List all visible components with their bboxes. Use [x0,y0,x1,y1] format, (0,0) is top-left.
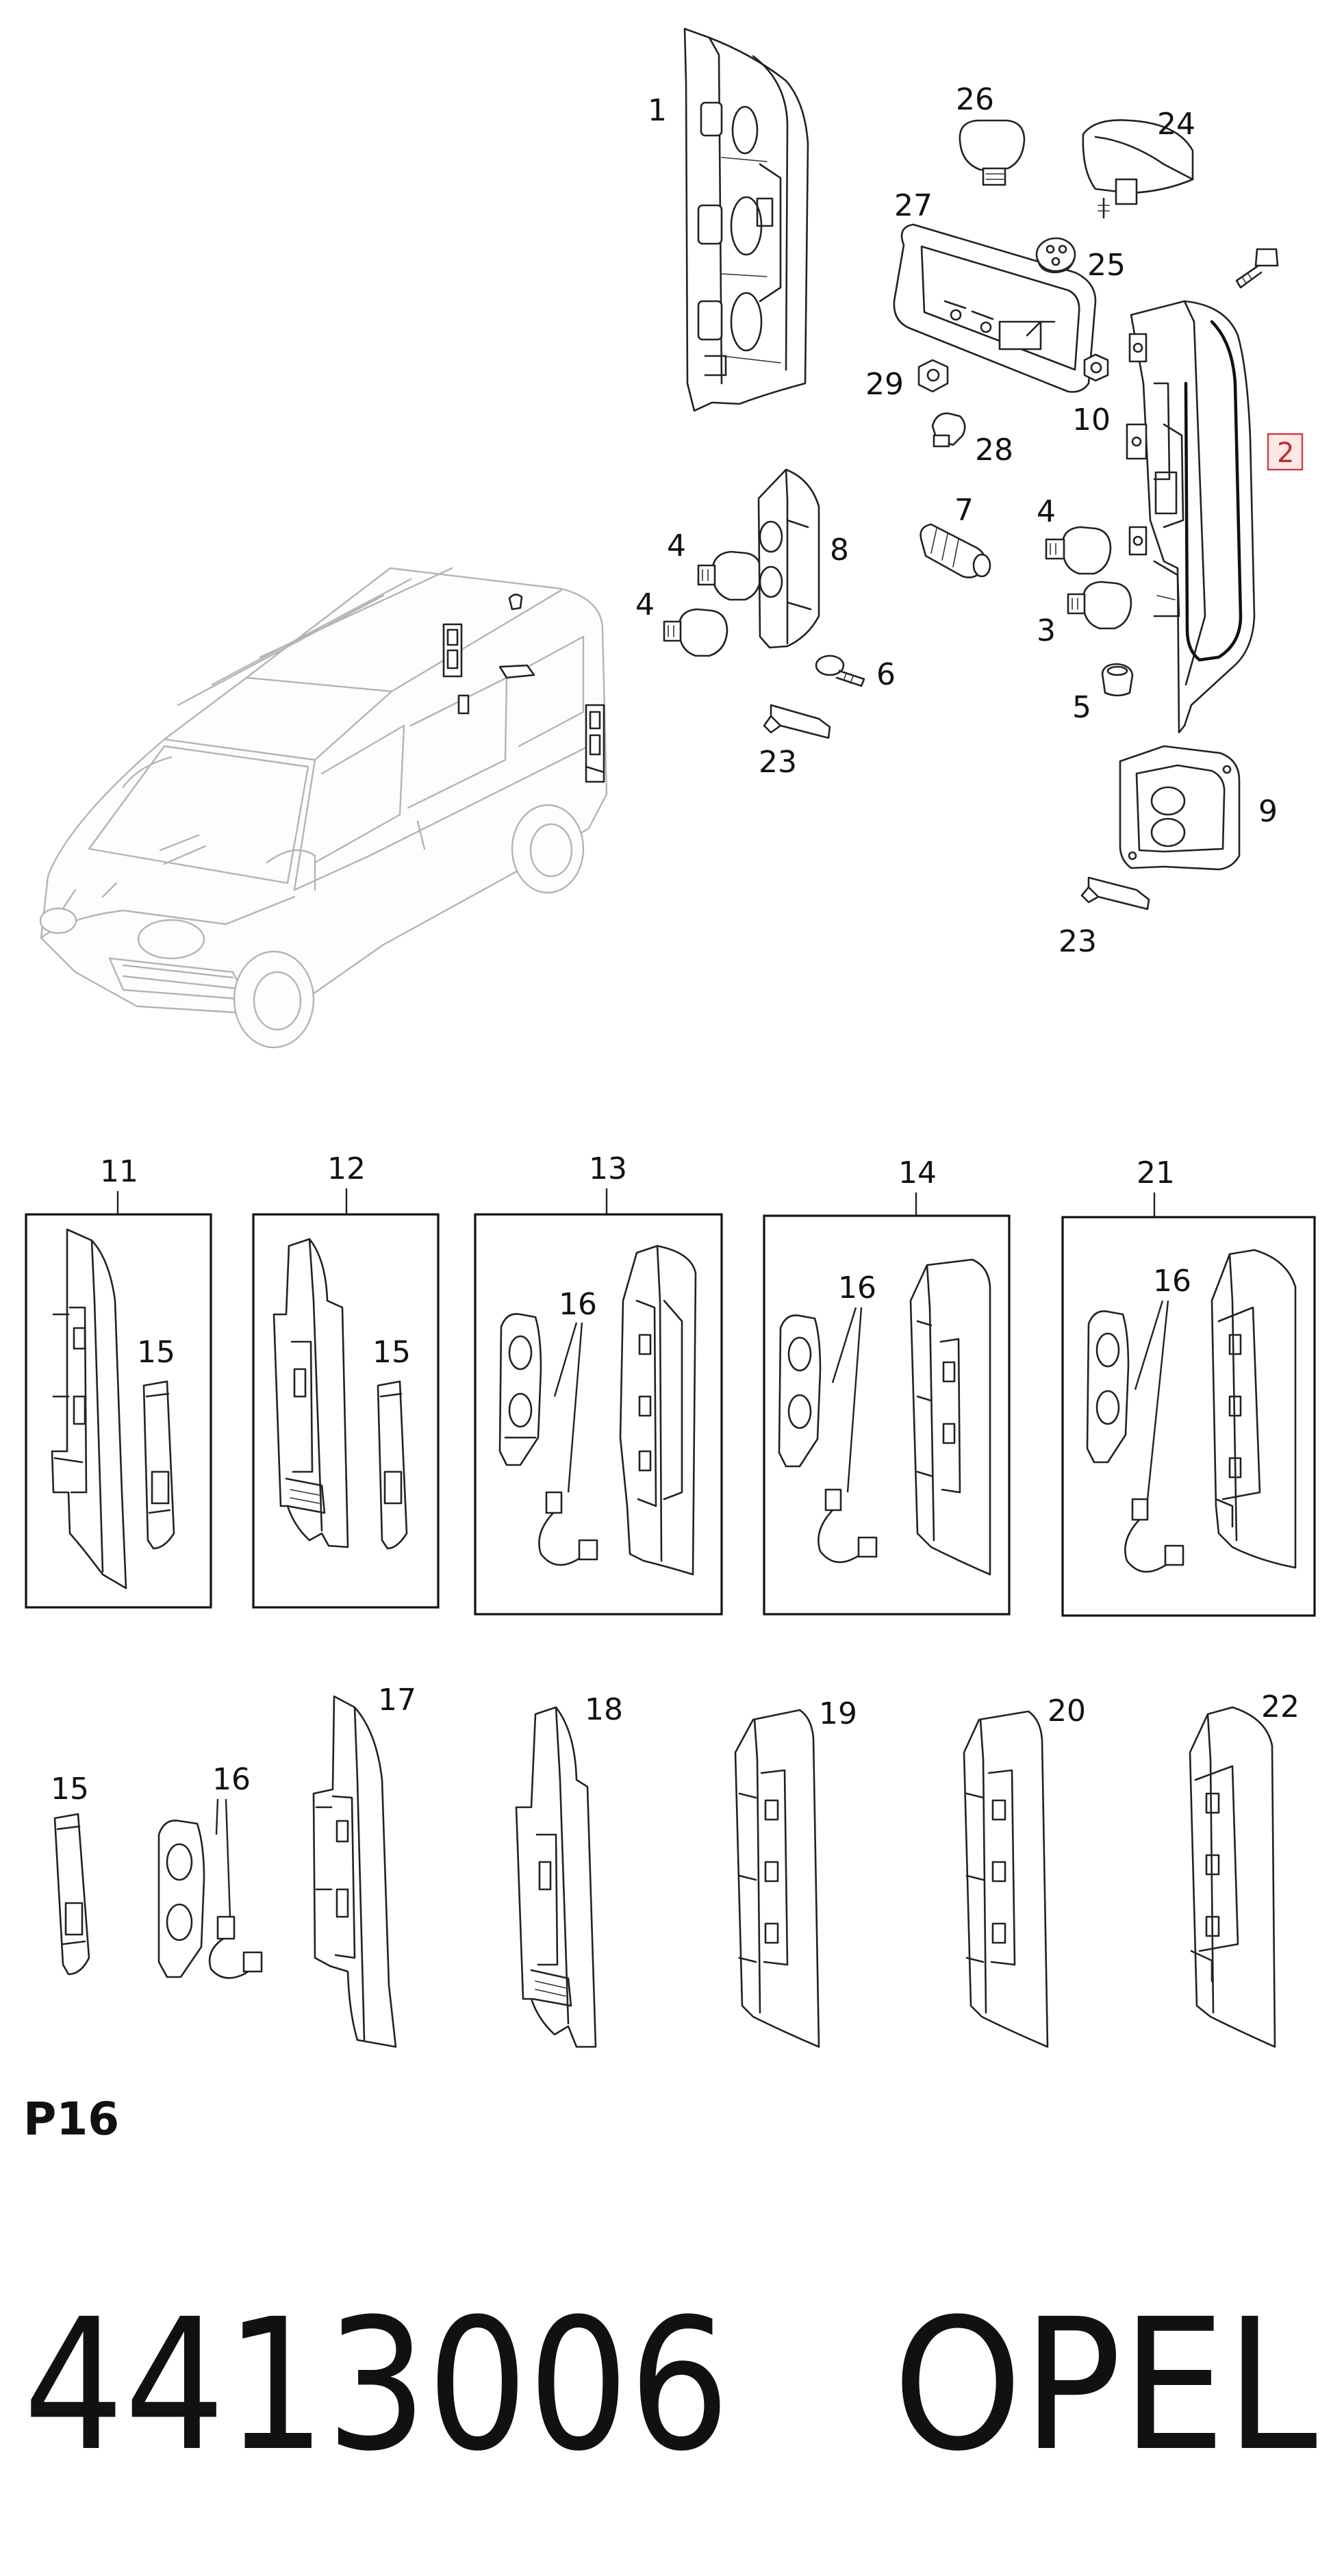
van-rear-lamp-markers [442,594,605,783]
part-4-bulb-right [1045,526,1112,575]
part-4-bulb-left-lower [663,608,728,657]
part-23-clip-upper [763,704,831,739]
part-6-screw [815,654,865,687]
callout-28: 28 [975,433,1013,468]
callout-2-highlight-box [1267,433,1304,471]
group-13-bulb-holder [498,1313,542,1466]
part-7-socket [920,523,991,578]
callout-7: 7 [954,493,974,528]
group-13-leader-16a [553,1322,578,1397]
loose-20-label: 20 [1048,1694,1086,1729]
part-26-bulb [959,119,1026,186]
part-1-lamp-housing [683,27,809,412]
part-2-lamp-housing [1126,300,1256,734]
loose-16-label: 16 [212,1762,251,1797]
group-21-box [1061,1216,1316,1617]
group-13-housing [619,1245,697,1576]
part-24-lamp-cap [1082,119,1194,219]
group-21-bulb-holder [1086,1310,1130,1464]
loose-15-label: 15 [51,1772,89,1807]
callout-23-b: 23 [1059,924,1097,959]
callout-1: 1 [648,93,667,128]
group-14-housing [909,1258,991,1576]
group-14-box [763,1214,1011,1616]
callout-26: 26 [956,82,994,117]
part-5-grommet [1101,663,1134,697]
brand-name: OPEL [893,2280,1318,2491]
callout-25: 25 [1087,248,1126,283]
group-13-number: 13 [589,1151,627,1186]
part-8-lamp-holder [757,468,820,649]
group-21-harness [1124,1498,1184,1573]
group-11-box [25,1213,212,1609]
callout-8: 8 [830,533,849,568]
callout-6: 6 [876,657,896,692]
group-21-sub-16: 16 [1153,1264,1191,1299]
loose-19-label: 19 [819,1696,857,1731]
loose-part-18-housing [515,1706,597,2048]
loose-part-20-housing [963,1710,1049,2048]
loose-18-label: 18 [585,1692,623,1727]
part-3-bulb [1067,581,1132,630]
group-11-housing [51,1228,127,1590]
callout-4-a: 4 [667,528,686,563]
part-25-connector [1035,237,1076,274]
group-14-harness [817,1488,878,1564]
part-28-wedge-bulb [931,412,966,448]
group-12-lens-15 [377,1380,408,1550]
group-11-lens-15 [142,1380,175,1550]
loose-part-16-bulb-holder [157,1820,205,1978]
loose-part-19-housing [734,1709,820,2048]
group-13-sub-16: 16 [559,1287,597,1322]
group-14-number: 14 [898,1156,937,1190]
page-label: P16 [23,2093,119,2145]
callout-24: 24 [1157,107,1195,142]
loose-22-label: 22 [1261,1689,1300,1724]
group-14-sub-16: 16 [838,1271,876,1305]
callout-27: 27 [894,188,933,223]
group-21-leader-16a [1134,1300,1164,1390]
group-12-housing [272,1238,349,1548]
loose-16-leader-b [225,1798,231,1917]
group-12-sub-15: 15 [372,1335,411,1370]
loose-part-15-lens [53,1813,90,1976]
part-9-gasket [1119,745,1241,871]
group-21-leader-16b [1146,1300,1169,1500]
callout-4-b: 4 [635,587,655,622]
callout-9: 9 [1258,794,1278,829]
part-23-clip-lower [1080,876,1150,910]
group-12-number: 12 [327,1151,366,1186]
group-21-number: 21 [1137,1156,1175,1190]
callout-10: 10 [1072,403,1111,437]
callout-2: 2 [1277,437,1294,469]
loose-part-22-housing [1189,1706,1276,2048]
part-number: 4413006 [23,2280,730,2491]
callout-4-c: 4 [1037,494,1056,529]
callout-5: 5 [1072,690,1091,725]
group-13-leader-16b [567,1322,583,1493]
part-4-bulb-left-upper [697,550,763,601]
group-13-harness [538,1491,598,1566]
loose-17-label: 17 [378,1683,416,1718]
group-11-number: 11 [100,1154,138,1189]
callout-29: 29 [865,367,904,402]
loose-part-17-housing [312,1695,397,2048]
part-10-nut [1083,353,1109,382]
group-21-housing [1210,1249,1297,1569]
loose-part-16-harness [208,1915,263,1979]
callout-3: 3 [1037,613,1056,648]
group-13-box [474,1213,723,1616]
screw-top-right [1235,248,1279,289]
part-29-nut [917,359,949,393]
group-11-sub-15: 15 [137,1335,175,1370]
group-14-bulb-holder [778,1314,822,1468]
van-illustration [39,567,608,1049]
loose-16-leader-a [215,1798,219,1835]
group-14-leader-16a [831,1307,857,1383]
callout-23-a: 23 [759,745,797,780]
group-14-leader-16b [846,1307,863,1493]
group-12-box [252,1213,440,1609]
